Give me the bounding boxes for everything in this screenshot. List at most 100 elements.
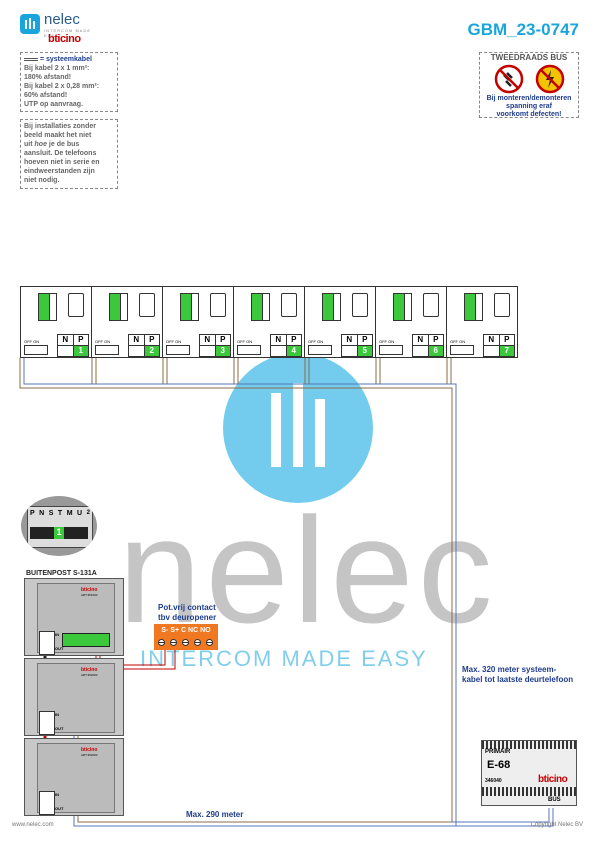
cable-note-line: 60% afstand! <box>24 92 68 99</box>
wire-phone <box>375 358 381 384</box>
phone-p-label: P <box>78 335 84 344</box>
phone-n-value <box>413 346 429 356</box>
terminal-label: U <box>77 510 83 517</box>
contact-terminals: S- S+ C NC NO <box>161 627 211 634</box>
module-in-label: IN <box>55 632 59 637</box>
wire-phone <box>162 358 168 384</box>
phone-switch-label: OFF ON <box>95 339 111 344</box>
phone-switch-label: OFF ON <box>308 339 324 344</box>
phone-np-values: 2 <box>128 345 160 357</box>
cable-note-title: = systeemkabel <box>39 56 92 63</box>
no-power-icon <box>535 64 565 94</box>
phone-terminal-strip-2 <box>49 293 57 321</box>
contact-subtitle: tbv deuropener <box>158 613 217 622</box>
phone-switch <box>308 345 332 355</box>
screw-icon <box>194 639 201 646</box>
phone-handset-slot <box>139 293 155 317</box>
phone-np-values: 7 <box>483 345 515 357</box>
phone-np-values: 4 <box>270 345 302 357</box>
screw-icon <box>206 639 213 646</box>
brand-logo: nelec INTERCOM MADE EASY bticino <box>20 11 100 45</box>
install-note: Bij installaties zonder beeld maakt het … <box>20 119 118 189</box>
wire-phone <box>304 358 310 384</box>
wire-phone <box>233 358 239 384</box>
footer-copyright: Copyright Nelec BV <box>530 822 583 828</box>
phone-p-label: P <box>149 335 155 344</box>
phone-switch <box>237 345 261 355</box>
phone-terminal-strip-2 <box>333 293 341 321</box>
warning-box: TWEEDRAADS BUS Bij monteren/demonteren s… <box>479 52 579 118</box>
phone-n-value <box>200 346 216 356</box>
phone-n-value <box>271 346 287 356</box>
phone-address: 1 <box>73 346 88 356</box>
door-station-title: BUITENPOST S-131A <box>26 570 97 577</box>
module-frame <box>39 791 55 815</box>
psu-vents-bottom <box>482 787 576 796</box>
psu-brand: bticino <box>538 774 568 785</box>
document-id: GBM_23-0747 <box>467 20 579 39</box>
terminal-label: M <box>66 510 73 517</box>
cable-note: = systeemkabel Bij kabel 2 x 1 mm²: 180%… <box>20 52 118 112</box>
terminal-label: S <box>48 510 54 517</box>
psu-primary: PRIMAIR <box>485 749 511 755</box>
brand-tagline: INTERCOM MADE EASY <box>44 28 91 38</box>
warning-title: TWEEDRAADS BUS <box>490 53 568 62</box>
phone-n-label: N <box>200 335 216 345</box>
wire-phone <box>91 358 97 384</box>
module-frame <box>39 631 55 655</box>
phone-terminal-strip-2 <box>191 293 199 321</box>
phone-np-values: 6 <box>412 345 444 357</box>
phone-switch-label: OFF ON <box>166 339 182 344</box>
module-out-label: OUT <box>55 726 64 731</box>
phone-n-label: N <box>271 335 287 345</box>
phone-p-label: P <box>220 335 226 344</box>
module-art: ART.352000 <box>81 753 98 757</box>
module-brand: bticino <box>81 747 98 753</box>
power-supply: PRIMAIR E-68 346040 bticino BUS <box>481 740 577 806</box>
brand-name: nelec <box>44 11 80 28</box>
max-320-line: Max. 320 meter systeem- <box>462 665 557 674</box>
install-note-line: Bij installaties zonder <box>24 123 96 130</box>
install-note-line: aansluit. De telefoons <box>24 150 97 157</box>
module-brand: bticino <box>81 587 98 593</box>
phone-switch <box>379 345 403 355</box>
phone-p-label: P <box>504 335 510 344</box>
warning-line: Bij monteren/demonteren <box>486 95 572 102</box>
psu-art: 346040 <box>485 778 502 784</box>
no-unplug-icon <box>494 64 524 94</box>
phone-np-values: 3 <box>199 345 231 357</box>
phone-n-value <box>484 346 500 356</box>
screw-icon <box>170 639 177 646</box>
psu-bus-label: BUS <box>548 797 561 803</box>
module-brand: bticino <box>81 667 98 673</box>
module-art: ART.352000 <box>81 673 98 677</box>
terminal-label: N <box>39 510 45 517</box>
phone-address: 6 <box>428 346 443 356</box>
phone-terminal-strip-2 <box>475 293 483 321</box>
phone-n-label: N <box>58 335 74 345</box>
install-note-line: hoeven niet in serie en <box>24 159 100 166</box>
phone-n-label: N <box>484 335 500 345</box>
phone-np-values: 5 <box>341 345 373 357</box>
footer-url[interactable]: www.nelec.com <box>12 822 54 828</box>
phone-handset-slot <box>423 293 439 317</box>
phone-address: 2 <box>144 346 159 356</box>
terminal-label: T <box>57 510 63 517</box>
phone-address: 4 <box>286 346 301 356</box>
terminal-label: P <box>30 510 35 517</box>
phone-p-label: P <box>291 335 297 344</box>
terminal-label: 2 <box>86 510 90 516</box>
max-320-label: Max. 320 meter systeem- kabel tot laatst… <box>462 665 573 685</box>
door-terminal-block <box>62 633 110 647</box>
wire-phone <box>446 358 452 384</box>
install-note-emphasis: hoe <box>34 141 47 148</box>
screw-icon <box>182 639 189 646</box>
phone-n-label: N <box>342 335 358 345</box>
